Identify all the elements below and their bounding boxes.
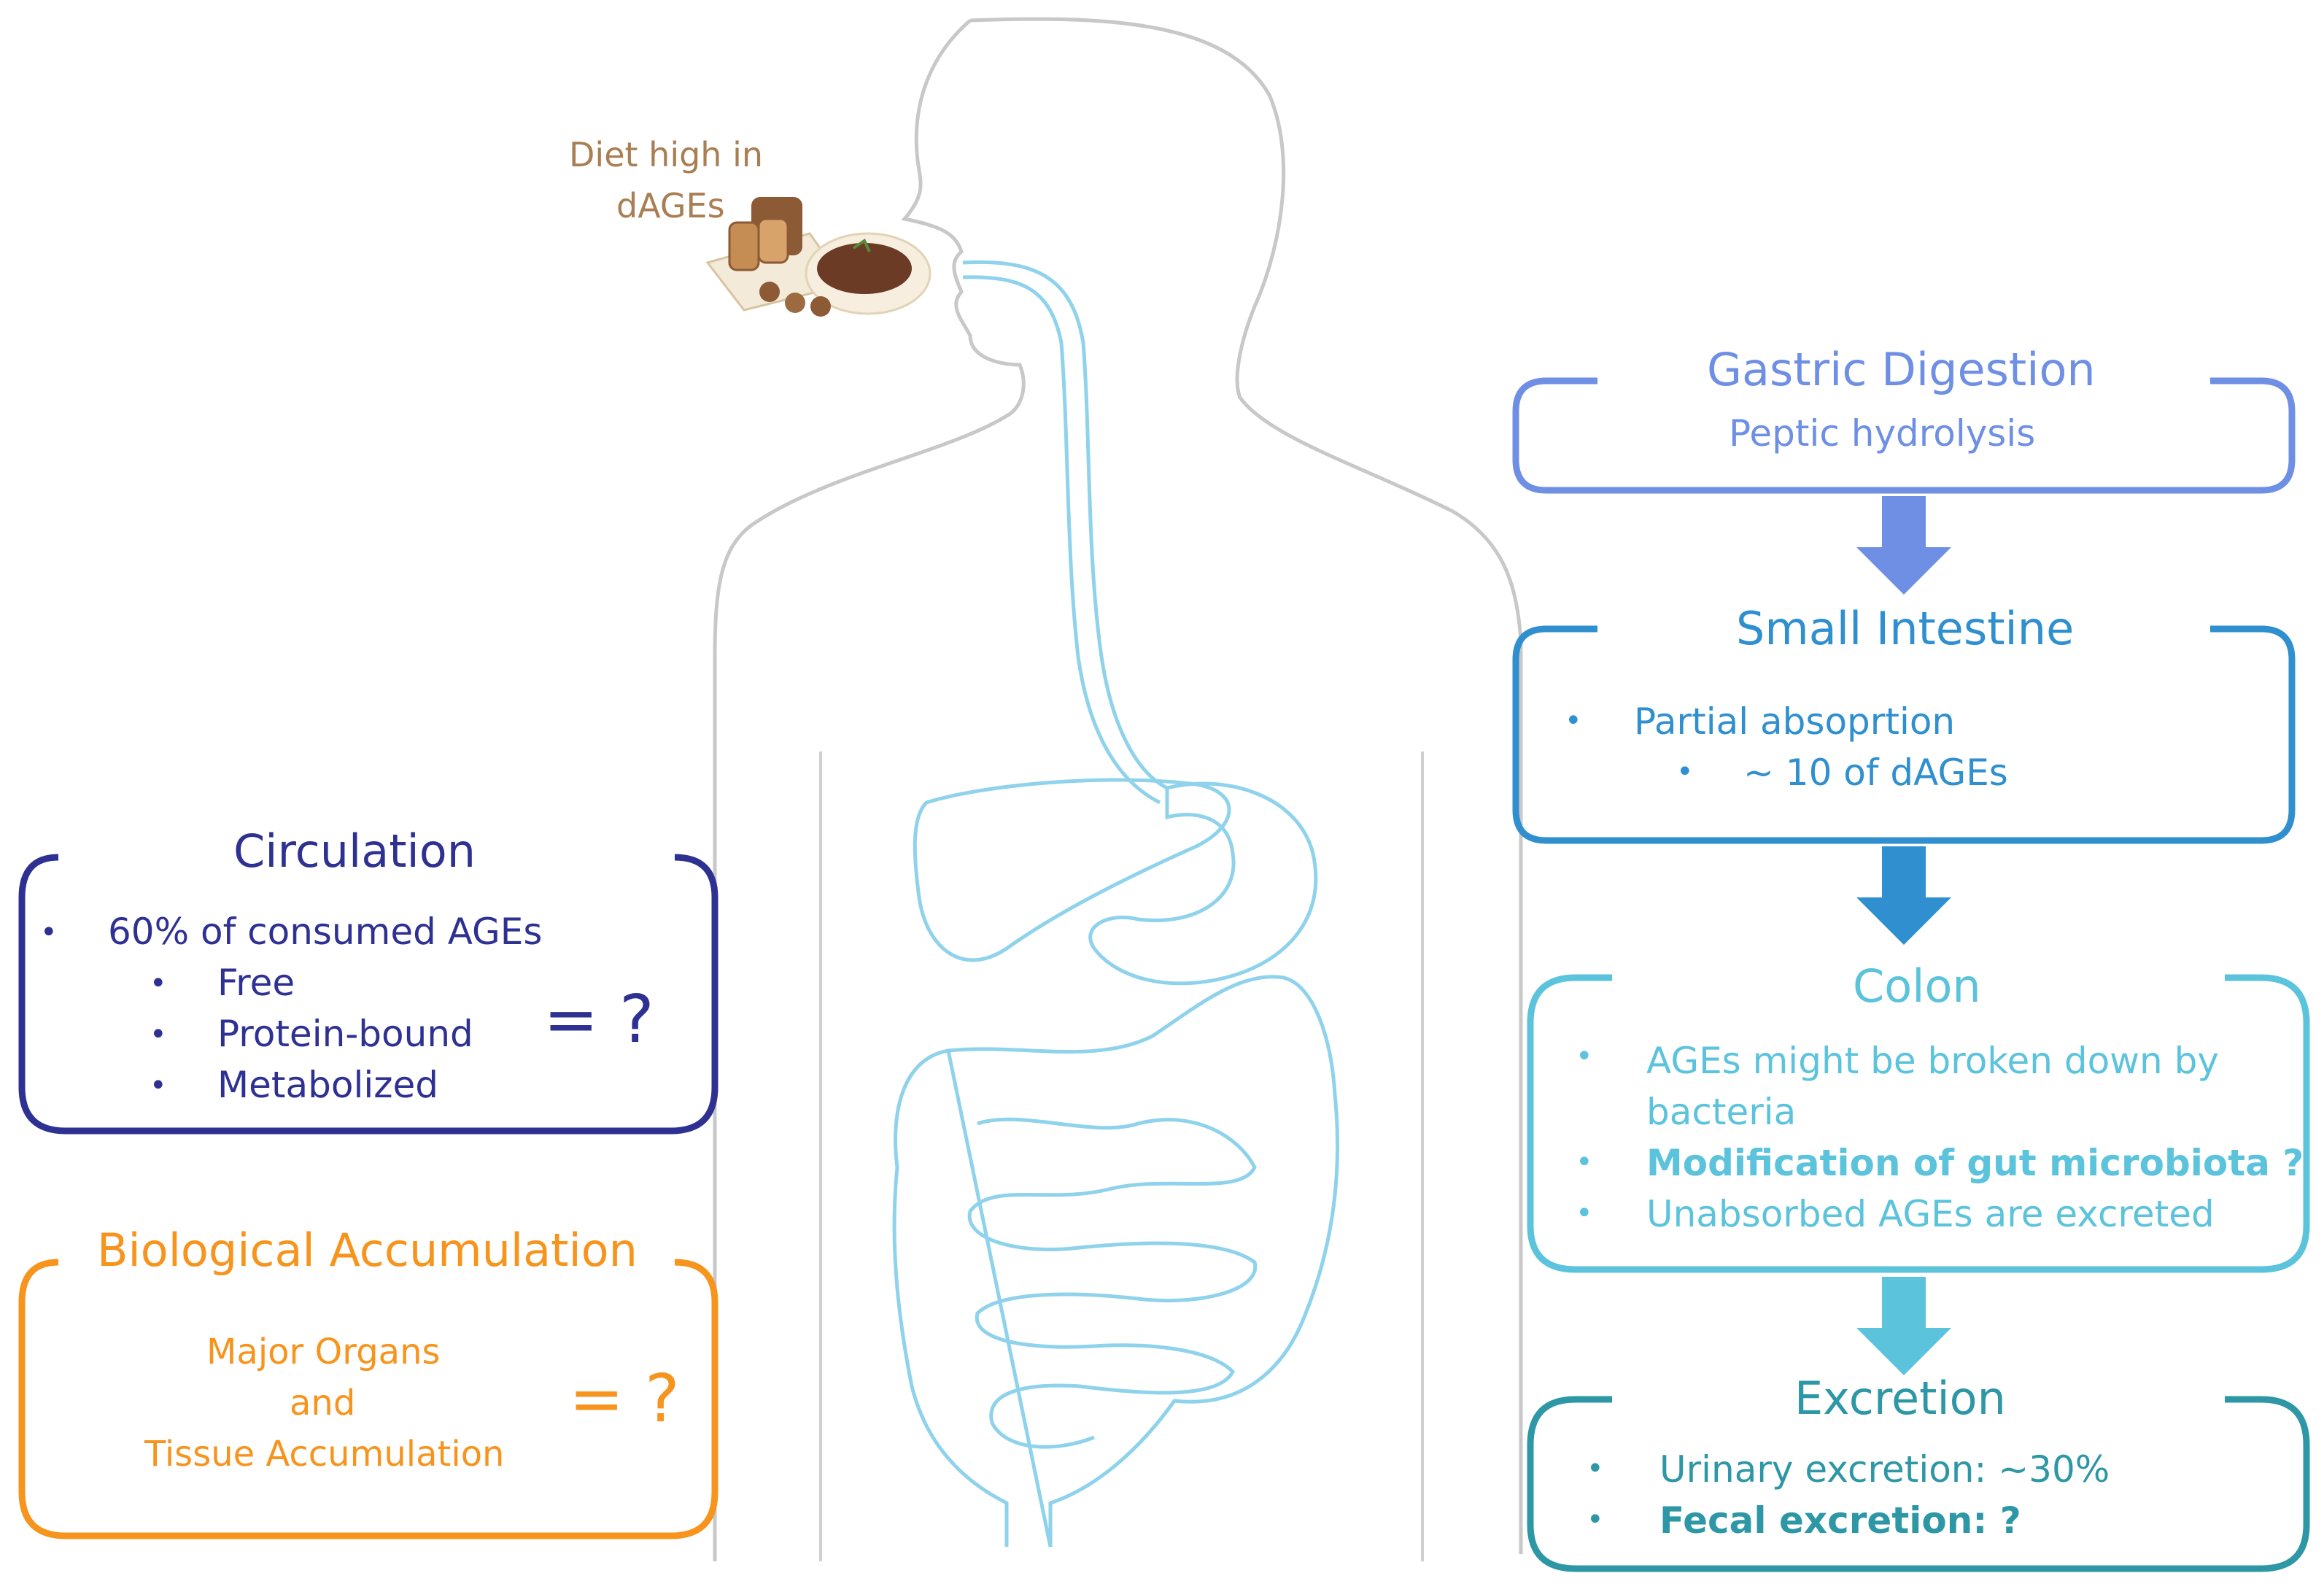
biological-accumulation-title: Biological Accumulation xyxy=(97,1224,638,1277)
food-plate-icon xyxy=(705,197,931,317)
body-outline xyxy=(713,17,1523,1561)
small-intestine-bullet-2: • xyxy=(1676,755,1694,789)
small-intestine-item-1: Partial absoprtion xyxy=(1634,700,1956,743)
colon-bullet-1: • xyxy=(1576,1040,1593,1073)
esophagus-inner xyxy=(962,275,1161,805)
excretion-title: Excretion xyxy=(1794,1372,2006,1425)
colon-bullet-2: • xyxy=(1576,1145,1593,1179)
circulation-bullet-4: • xyxy=(150,1069,167,1102)
accumulation-line-3: Tissue Accumulation xyxy=(144,1434,505,1475)
excretion-bullet-1: • xyxy=(1587,1452,1604,1485)
down-arrow-icon xyxy=(1856,496,1951,595)
colon-box xyxy=(1525,941,2312,1277)
circulation-item-2: Free xyxy=(217,962,295,1004)
colon-item-2: Modification of gut microbiota ? xyxy=(1646,1142,2304,1184)
small-intestine-title: Small Intestine xyxy=(1736,602,2075,655)
small-intestine-bullet-1: • xyxy=(1565,704,1582,738)
accumulation-line-2: and xyxy=(290,1383,356,1423)
circulation-equals-question: = ? xyxy=(543,981,654,1058)
small-intestine xyxy=(967,1117,1258,1449)
circulation-bullet-2: • xyxy=(150,967,167,1000)
circulation-box xyxy=(15,817,722,1138)
gastric-digestion-subtitle: Peptic hydrolysis xyxy=(1729,412,2036,455)
liver xyxy=(913,778,1231,962)
down-arrow-icon xyxy=(1856,846,1951,945)
gastric-digestion-box xyxy=(1510,336,2298,496)
circulation-item-3: Protein-bound xyxy=(217,1013,473,1055)
stomach xyxy=(1088,781,1318,986)
circulation-bullet-3: • xyxy=(150,1018,167,1051)
excretion-bullet-2: • xyxy=(1587,1503,1604,1537)
circulation-item-1: 60% of consumed AGEs xyxy=(108,911,543,953)
colon-item-3: Unabsorbed AGEs are excreted xyxy=(1646,1193,2215,1235)
gastric-digestion-title: Gastric Digestion xyxy=(1707,343,2096,396)
diet-label-line2: dAGEs xyxy=(616,186,725,225)
accumulation-equals-question: = ? xyxy=(569,1361,680,1437)
small-intestine-item-2: ∼ 10 of dAGEs xyxy=(1743,751,2008,794)
small-intestine-box xyxy=(1510,591,2298,846)
colon-item-1: AGEs might be broken down by xyxy=(1646,1040,2219,1082)
excretion-box xyxy=(1525,1364,2312,1576)
colon-item-1-cont: bacteria xyxy=(1646,1091,1797,1133)
circulation-bullet-1: • xyxy=(40,916,58,949)
down-arrow-icon xyxy=(1856,1277,1951,1375)
colon-title: Colon xyxy=(1853,959,1981,1013)
colon-bullet-3: • xyxy=(1576,1197,1593,1230)
biological-accumulation-box xyxy=(15,1226,722,1547)
circulation-item-4: Metabolized xyxy=(217,1064,439,1106)
large-intestine xyxy=(892,975,1340,1547)
esophagus xyxy=(962,260,1169,790)
excretion-item-1: Urinary excretion: ∼30% xyxy=(1659,1448,2110,1491)
accumulation-line-1: Major Organs xyxy=(206,1332,441,1372)
diet-label-line1: Diet high in xyxy=(569,135,764,174)
circulation-title: Circulation xyxy=(233,824,476,878)
excretion-item-2: Fecal excretion: ? xyxy=(1659,1499,2021,1542)
